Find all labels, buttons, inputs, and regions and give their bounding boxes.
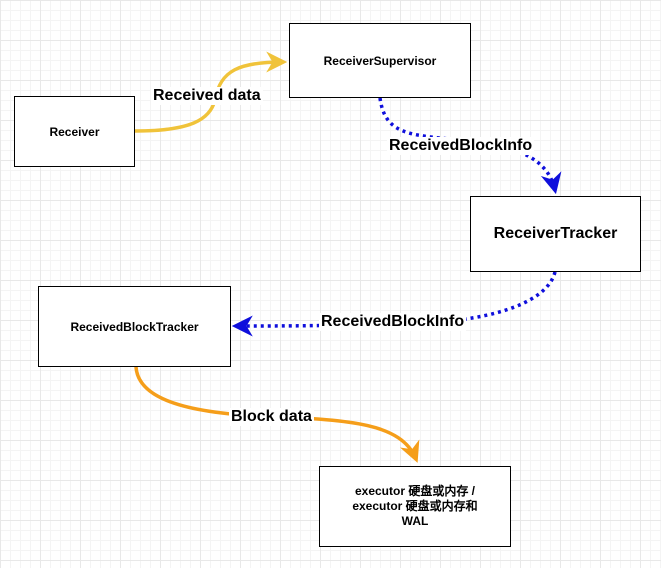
received-block-info-label-2: ReceivedBlockInfo [319, 313, 467, 331]
receiver-tracker-node[interactable]: ReceiverTracker [470, 196, 641, 272]
receiver-node[interactable]: Receiver [14, 96, 135, 167]
receiver-supervisor-label: ReceiverSupervisor [323, 53, 437, 68]
storage-label: executor 硬盘或内存 / executor 硬盘或内存和 WAL [352, 484, 478, 528]
storage-node[interactable]: executor 硬盘或内存 / executor 硬盘或内存和 WAL [319, 466, 511, 547]
received-block-tracker-label: ReceivedBlockTracker [70, 319, 199, 334]
block-data-label: Block data [229, 408, 314, 426]
received-block-tracker-node[interactable]: ReceivedBlockTracker [38, 286, 231, 367]
received-data-label: Received data [151, 87, 263, 105]
receiver-supervisor-node[interactable]: ReceiverSupervisor [289, 23, 471, 98]
receiver-label: Receiver [49, 124, 100, 139]
receiver-tracker-label: ReceiverTracker [493, 225, 618, 242]
received-block-info-label-1: ReceivedBlockInfo [387, 137, 535, 155]
